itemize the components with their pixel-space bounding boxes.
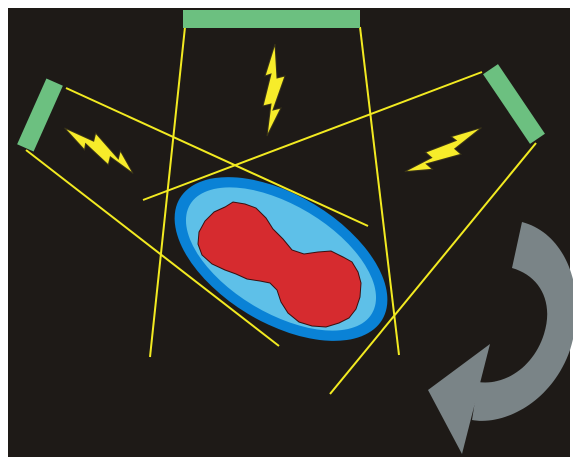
detector-panel-top xyxy=(183,10,360,28)
